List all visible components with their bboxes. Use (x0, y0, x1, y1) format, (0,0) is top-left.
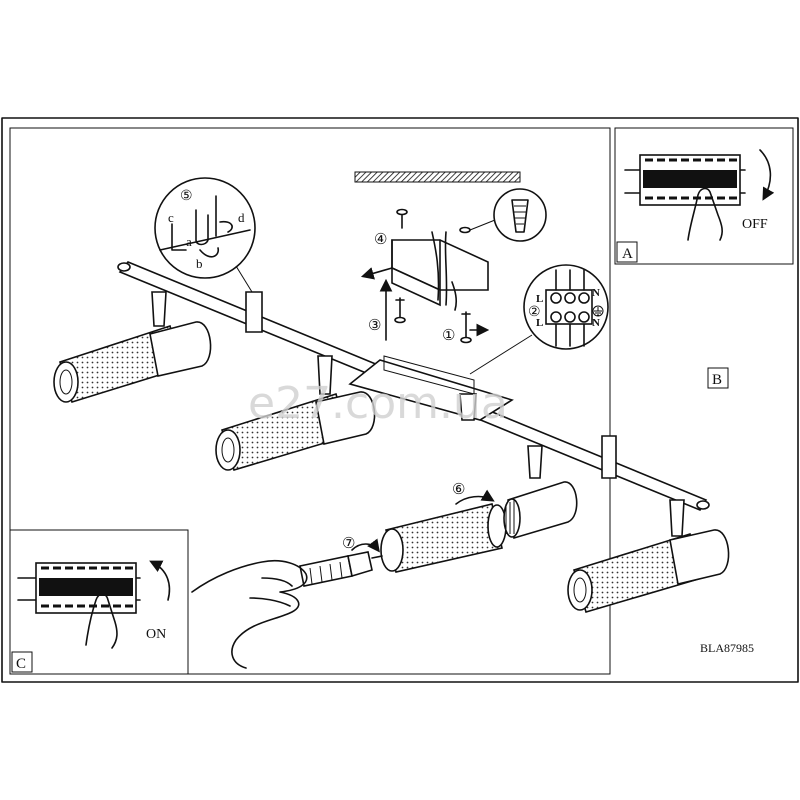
detail-letter-a: a (186, 234, 192, 249)
panel-b-letter: B (712, 372, 722, 388)
detail-letter-c: c (168, 210, 174, 225)
ground-icon (592, 305, 604, 317)
ceiling-hatch (354, 171, 521, 183)
terminal-l-bottom: L (536, 317, 543, 329)
spotlight-1 (53, 291, 212, 404)
terminal-pointer (469, 334, 533, 375)
hand-c (85, 593, 118, 649)
outer-frame (1, 117, 799, 683)
step-6-label: ⑥ (452, 482, 465, 498)
spotlight-5 (567, 499, 730, 613)
terminal-l-top: L (536, 293, 543, 305)
panel-c-letter: C (16, 656, 26, 672)
step-4-arrow (360, 267, 393, 280)
socket-housing (503, 481, 578, 540)
spotlight-3 (348, 355, 514, 421)
hand-bulb (191, 559, 308, 669)
step-7-label: ⑦ (342, 536, 355, 552)
bulb (299, 551, 383, 587)
step-2-label: ② (528, 305, 541, 320)
off-arrow (759, 149, 775, 201)
shade-exploded (380, 503, 507, 573)
step-1-label: ① (442, 328, 455, 344)
step-4-label: ④ (374, 232, 387, 248)
hand-a (687, 187, 723, 241)
terminal-detail: L N L N (523, 264, 609, 350)
detail-letter-b: b (196, 256, 203, 271)
rail-clamps (245, 291, 617, 479)
hook-detail (154, 177, 256, 279)
step-7-arrow (351, 538, 380, 553)
on-label: ON (146, 627, 166, 642)
mounting-box (391, 231, 489, 311)
document-code: BLA87985 (700, 641, 754, 655)
main-frame (9, 127, 611, 675)
panel-a-letter: A (622, 246, 633, 262)
step-3-label: ③ (368, 318, 381, 334)
terminal-n-bottom: N (592, 317, 600, 329)
spotlight-4 (527, 445, 543, 479)
step-5-label: ⑤ (180, 189, 193, 204)
hook-pointer (235, 265, 253, 293)
breaker-switches-a (639, 154, 741, 206)
panel-b-letter-box (707, 367, 729, 389)
on-arrow (149, 560, 171, 601)
panel-a-letter-box (616, 241, 638, 263)
detail-letter-d: d (238, 210, 245, 225)
terminal-n-top: N (592, 287, 600, 299)
step-6-arrow (455, 489, 495, 505)
dowel-detail (493, 188, 547, 242)
spotlight-2 (215, 355, 376, 471)
panel-c-letter-box (11, 651, 33, 673)
panel-c: C ON (9, 529, 189, 675)
watermark: e27.com.ua (248, 378, 508, 429)
off-label: OFF (742, 217, 768, 232)
breaker-switches-c (35, 562, 137, 614)
panel-a: A OFF (614, 127, 794, 265)
